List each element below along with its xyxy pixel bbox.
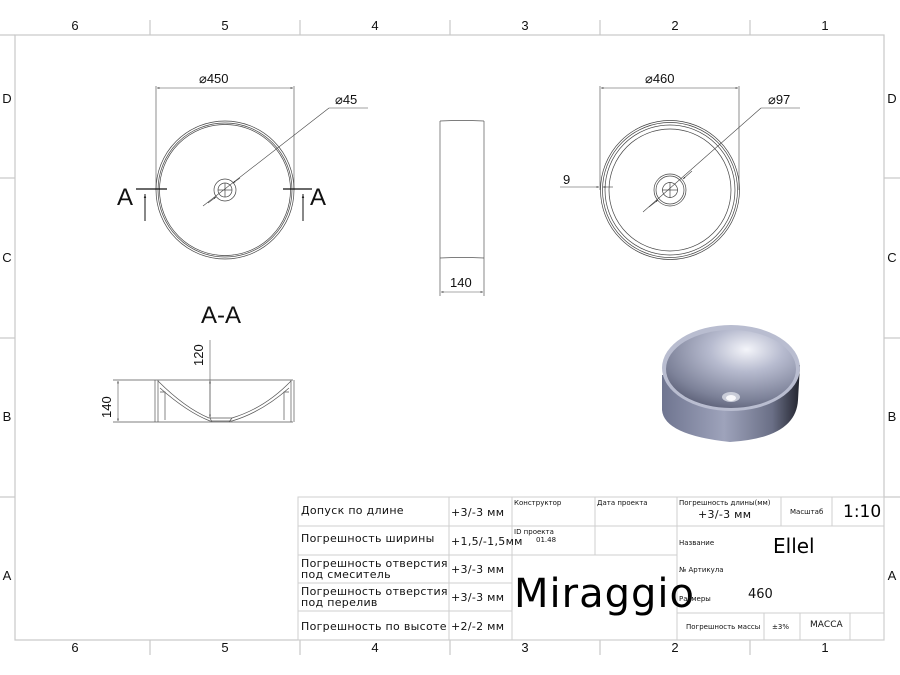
tolerance-value: +3/-3 мм bbox=[451, 563, 505, 576]
zone-col-label: 2 bbox=[671, 640, 679, 655]
dim-drain-diameter-97: ⌀97 bbox=[768, 92, 791, 107]
dim-rim-thickness-9: 9 bbox=[563, 172, 571, 187]
zone-row-label: D bbox=[2, 91, 12, 106]
zone-col-label: 1 bbox=[821, 640, 829, 655]
dim-inner-depth-120: 120 bbox=[191, 344, 206, 366]
dim-outer-diameter-460: ⌀460 bbox=[645, 71, 675, 86]
zone-col-label: 3 bbox=[521, 18, 529, 33]
zone-row-label: B bbox=[887, 409, 897, 424]
brand-logo: Miraggio bbox=[514, 571, 695, 617]
mass-tolerance-value: ±3% bbox=[772, 623, 789, 631]
length-tolerance-value: +3/-3 мм bbox=[698, 508, 752, 521]
tolerance-value: +3/-3 мм bbox=[451, 591, 505, 604]
dim-side-height-140: 140 bbox=[450, 275, 472, 290]
tolerance-label: под смеситель bbox=[301, 568, 391, 581]
tolerance-label: Допуск по длине bbox=[301, 504, 404, 517]
tolerance-value: +3/-3 мм bbox=[451, 506, 505, 519]
name-label: Название bbox=[679, 539, 715, 547]
scale-value: 1:10 bbox=[843, 502, 882, 522]
zone-row-label: C bbox=[887, 250, 897, 265]
zone-col-label: 4 bbox=[371, 640, 379, 655]
length-tolerance-label: Погрешность длины(мм) bbox=[679, 499, 771, 507]
zone-row-label: B bbox=[2, 409, 12, 424]
title-block-grid bbox=[297, 496, 885, 641]
tolerance-label: Погрешность отверстия bbox=[301, 585, 448, 598]
tolerance-label: Погрешность отверстия bbox=[301, 557, 448, 570]
zone-row-label: A bbox=[887, 568, 897, 583]
side-view bbox=[439, 120, 485, 296]
mass-label: МАССА bbox=[810, 620, 843, 630]
project-date-label: Дата проекта bbox=[597, 499, 648, 507]
project-id-label: ID проекта bbox=[514, 528, 554, 536]
dim-drain-diameter-45: ⌀45 bbox=[335, 92, 358, 107]
dim-outer-diameter-450: ⌀450 bbox=[199, 71, 229, 86]
project-id-value: 01.48 bbox=[536, 536, 557, 544]
top-view-right bbox=[560, 86, 800, 260]
tolerance-label: под перелив bbox=[301, 596, 378, 609]
article-label: № Артикула bbox=[679, 566, 724, 574]
zone-row-label: D bbox=[887, 91, 897, 106]
zone-col-label: 2 bbox=[671, 18, 679, 33]
zone-col-label: 6 bbox=[71, 18, 79, 33]
zone-col-label: 6 bbox=[71, 640, 79, 655]
sizes-value: 460 bbox=[748, 587, 773, 602]
zone-col-label: 5 bbox=[221, 640, 229, 655]
mass-tolerance-label: Погрешность массы bbox=[686, 623, 761, 631]
sizes-label: Размеры bbox=[679, 595, 711, 603]
zone-col-label: 4 bbox=[371, 18, 379, 33]
product-name: Ellel bbox=[773, 534, 815, 558]
designer-label: Конструктор bbox=[514, 499, 562, 507]
section-mark-left: A bbox=[117, 184, 134, 211]
zone-row-label: A bbox=[2, 568, 12, 583]
dim-total-height-140: 140 bbox=[99, 396, 114, 418]
tolerance-value: +2/-2 мм bbox=[451, 620, 505, 633]
zone-col-label: 3 bbox=[521, 640, 529, 655]
section-aa-view bbox=[113, 340, 295, 423]
scale-label: Масштаб bbox=[790, 508, 824, 516]
basin-3d-render bbox=[662, 325, 800, 442]
zone-col-label: 1 bbox=[821, 18, 829, 33]
tolerance-value: +1,5/-1,5мм bbox=[451, 535, 523, 548]
tolerance-label: Погрешность по высоте bbox=[301, 620, 447, 633]
zone-col-label: 5 bbox=[221, 18, 229, 33]
top-view-left bbox=[136, 86, 368, 260]
section-aa-title: A-A bbox=[201, 302, 242, 329]
tolerance-label: Погрешность ширины bbox=[301, 532, 435, 545]
zone-row-label: C bbox=[2, 250, 12, 265]
section-mark-right: A bbox=[310, 184, 327, 211]
